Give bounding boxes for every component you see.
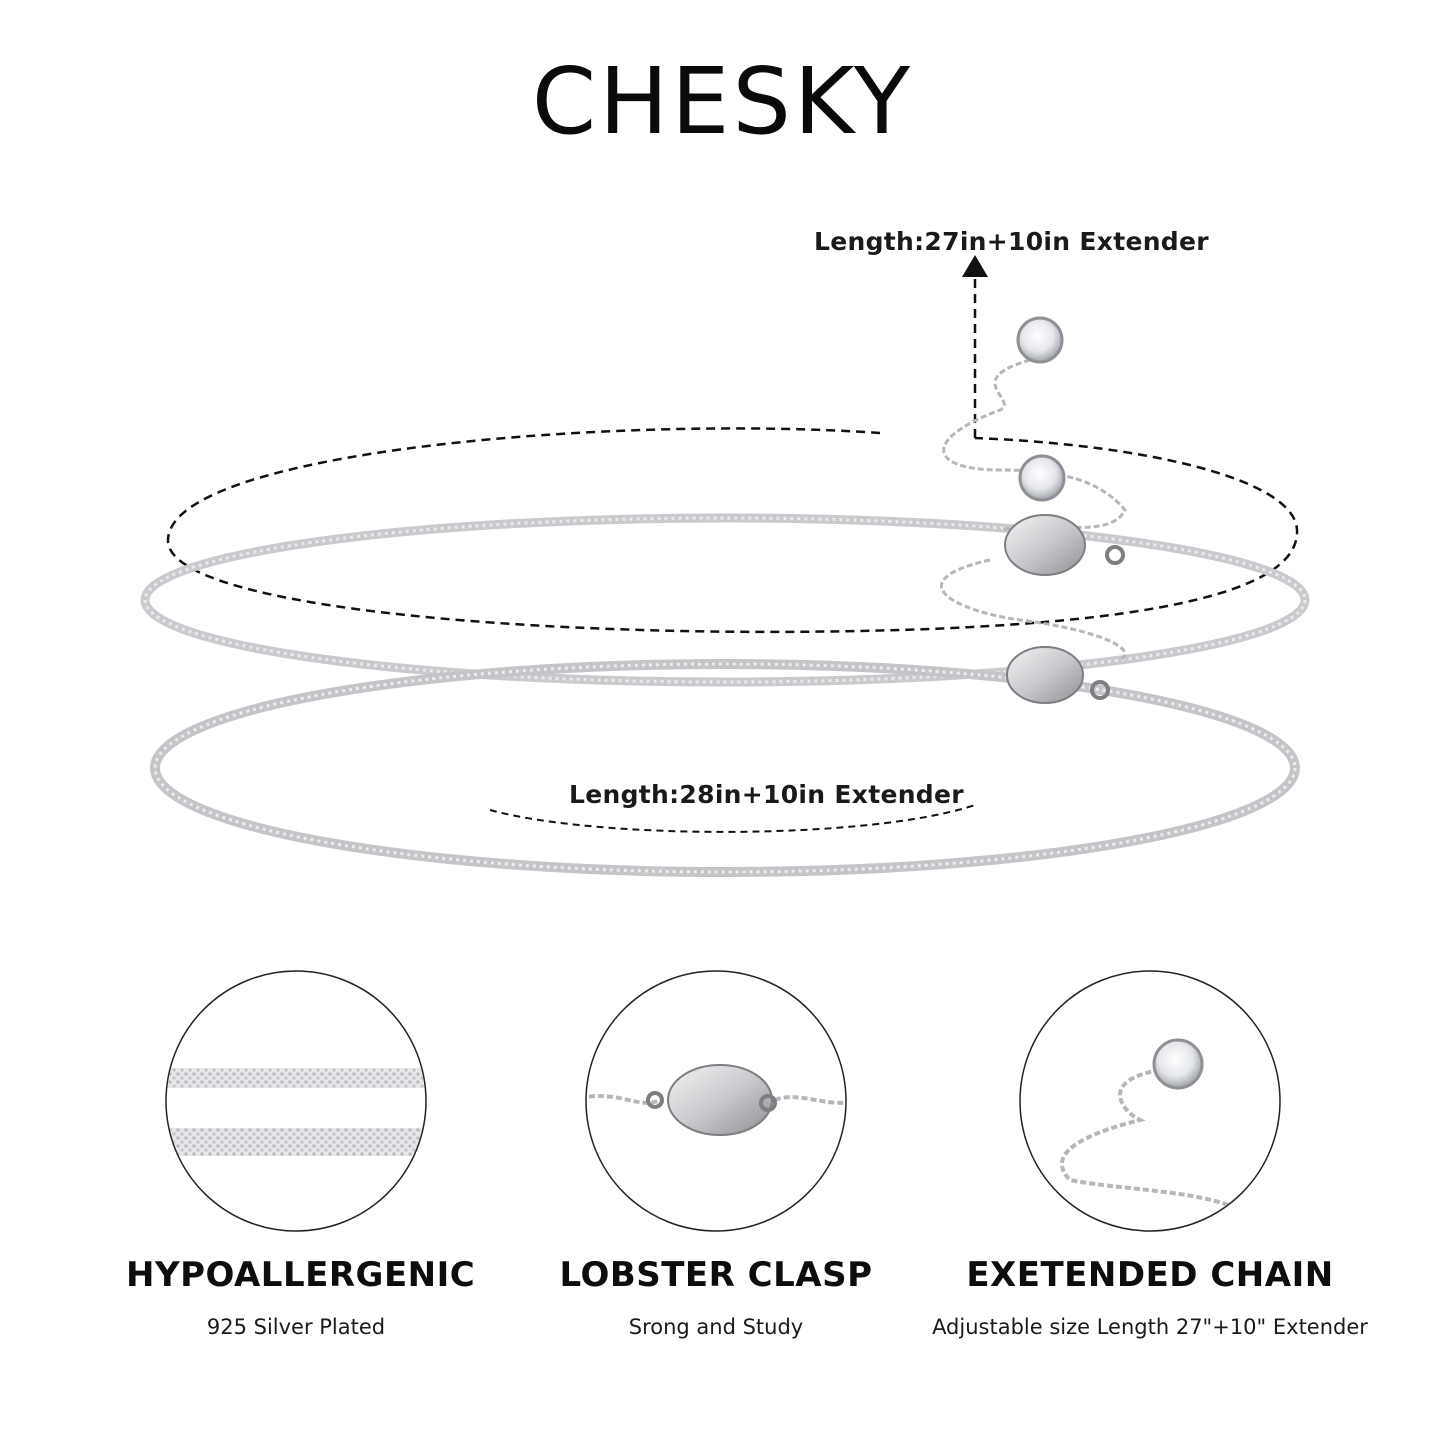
feature-subtitle-lobster-clasp: Srong and Study (628, 1315, 804, 1339)
feature-title-extended-chain: EXETENDED CHAIN (966, 1255, 1334, 1295)
detail-circle-chain (165, 970, 427, 1232)
feature-title-lobster-clasp: LOBSTER CLASP (559, 1255, 873, 1295)
length-label-bottom: Length:28in+10in Extender (569, 780, 964, 809)
length-label-top: Length:27in+10in Extender (814, 227, 1209, 256)
extender-chain-top (940, 358, 1127, 662)
detail-circle-extender (1019, 970, 1281, 1232)
crystal-charm-top (1016, 316, 1064, 364)
lobster-clasp-upper (1004, 514, 1125, 576)
detail-circle-clasp (585, 970, 847, 1232)
size-guide-dashed-arc (489, 804, 976, 833)
lobster-clasp-lower (1006, 646, 1110, 704)
brand-title: CHESKY (531, 48, 914, 155)
feature-title-hypoallergenic: HYPOALLERGENIC (126, 1255, 476, 1295)
length-arrow-head (962, 255, 988, 277)
size-guide-dashed-ellipse (166, 427, 1299, 634)
crystal-charm-middle (1018, 454, 1066, 502)
feature-subtitle-hypoallergenic: 925 Silver Plated (206, 1315, 386, 1339)
feature-subtitle-extended-chain: Adjustable size Length 27"+10" Extender (932, 1315, 1368, 1339)
